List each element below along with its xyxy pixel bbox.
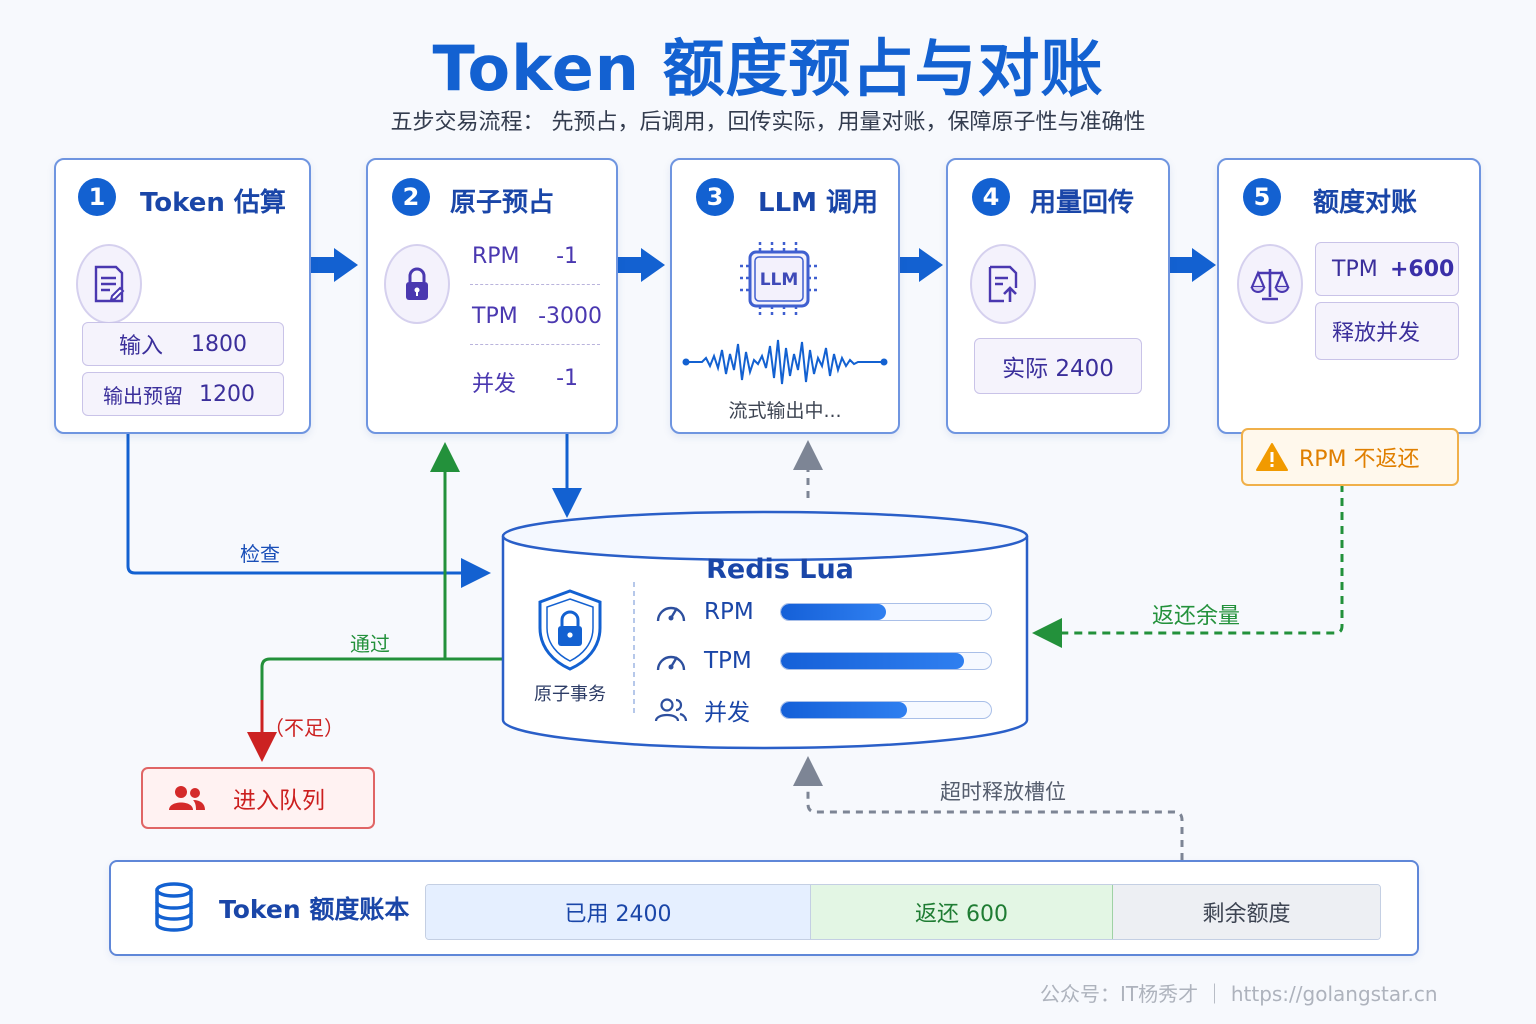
estimate-output-row: 输出预留 1200	[82, 372, 284, 416]
meter-label: 并发	[704, 700, 750, 726]
meter-concurrency: 并发	[654, 694, 998, 726]
tpm-refund-badge: TPM +600	[1315, 242, 1459, 296]
ledger-bar: 已用 2400 返还 600 剩余额度	[425, 884, 1381, 940]
step-number: 1	[78, 178, 116, 216]
estimate-input-row: 输入 1800	[82, 322, 284, 366]
chip-label: LLM	[760, 270, 799, 290]
ledger-remaining: 剩余额度	[1113, 885, 1380, 939]
row-label: TPM	[472, 304, 518, 329]
step-card-2: 2 原子预占 RPM -1 TPM -3000 并发 -1	[366, 158, 618, 434]
tpm-label: TPM	[1332, 256, 1378, 282]
queue-label: 进入队列	[233, 788, 325, 814]
step-title: 原子预占	[450, 188, 555, 218]
meter-bar	[780, 603, 992, 621]
step-card-1: 1 Token 估算 输入 1800 输出预留 1200	[54, 158, 311, 434]
step-card-3: 3 LLM 调用 LLM 流式输出中...	[670, 158, 900, 434]
return-connector	[1032, 484, 1344, 648]
redis-title: Redis Lua	[706, 554, 854, 585]
document-upload-icon	[970, 244, 1036, 324]
queue-box: 进入队列	[141, 767, 375, 829]
pass-label: 通过	[350, 632, 390, 656]
row-label: RPM	[472, 244, 520, 269]
release-concurrency-badge: 释放并发	[1315, 302, 1459, 360]
step-title: Token 估算	[140, 188, 286, 218]
token-ledger: Token 额度账本 已用 2400 返还 600 剩余额度	[109, 860, 1419, 956]
row-label: 并发	[472, 372, 517, 397]
meter-fill	[781, 653, 964, 669]
ledger-returned: 返还 600	[811, 885, 1113, 939]
actual-usage-badge: 实际 2400	[974, 338, 1142, 394]
meter-bar	[780, 701, 992, 719]
check-label: 检查	[240, 542, 280, 566]
step-number: 2	[392, 178, 430, 216]
timeout-release-label: 超时释放槽位	[940, 780, 1066, 804]
divider	[470, 284, 600, 285]
meter-rpm: RPM	[654, 596, 998, 628]
atomic-transaction-label: 原子事务	[534, 684, 606, 705]
row-value: 1800	[191, 331, 247, 357]
ledger-used: 已用 2400	[426, 885, 811, 939]
tpm-value: +600	[1390, 256, 1455, 282]
row-value: -1	[556, 366, 578, 391]
page-subtitle: 五步交易流程： 先预占，后调用，回传实际，用量对账，保障原子性与准确性	[390, 110, 1146, 135]
meter-label: TPM	[704, 648, 752, 674]
step-arrow-1	[310, 248, 358, 282]
database-icon	[155, 882, 193, 932]
gauge-icon	[656, 606, 686, 622]
reserve-concurrency-row: 并发 -1	[472, 366, 602, 398]
chip-icon: LLM	[740, 242, 818, 316]
row-value: -3000	[538, 304, 602, 329]
row-value: 1200	[199, 381, 255, 407]
shield-lock-icon	[538, 589, 602, 671]
page-title: Token 额度预占与对账	[432, 32, 1104, 105]
divider	[470, 344, 600, 345]
meter-fill	[781, 604, 886, 620]
return-remaining-label: 返还余量	[1152, 604, 1241, 629]
warning-text: RPM 不返还	[1299, 447, 1420, 472]
timeout-connector	[793, 756, 1184, 860]
row-value: -1	[556, 244, 578, 269]
step-number: 5	[1243, 178, 1281, 216]
document-edit-icon	[76, 244, 142, 324]
users-icon	[169, 786, 205, 810]
step-card-5: 5 额度对账 TPM +600 释放并发	[1217, 158, 1481, 434]
lock-icon	[384, 244, 450, 324]
meter-tpm: TPM	[654, 645, 998, 677]
step-number: 3	[696, 178, 734, 216]
meter-label: RPM	[704, 599, 754, 625]
waveform-icon	[682, 339, 888, 385]
step-title: 用量回传	[1030, 188, 1135, 218]
step-card-4: 4 用量回传 实际 2400	[946, 158, 1170, 434]
balance-scale-icon	[1237, 244, 1303, 324]
insufficient-connector-a	[260, 657, 445, 756]
meter-fill	[781, 702, 907, 718]
insufficient-label: （不足）	[264, 716, 344, 740]
meter-bar	[780, 652, 992, 670]
step-number: 4	[972, 178, 1010, 216]
row-label: 输出预留	[103, 383, 183, 408]
step-arrow-2	[617, 248, 665, 282]
step-title: LLM 调用	[758, 188, 879, 218]
reserve-rpm-row: RPM -1	[472, 244, 602, 269]
step-arrow-3	[899, 248, 943, 282]
release-label: 释放并发	[1332, 321, 1421, 346]
check-connector	[126, 432, 491, 588]
warning-icon	[1256, 443, 1288, 471]
rpm-no-refund-warning: RPM 不返还	[1241, 428, 1459, 486]
redis-cylinder	[501, 510, 1029, 750]
footer-watermark: 公众号：IT杨秀才 ｜ https://golangstar.cn	[1040, 982, 1438, 1006]
step-title: 额度对账	[1313, 188, 1418, 218]
reserve-tpm-row: TPM -3000	[472, 304, 602, 329]
gauge-icon	[656, 655, 686, 671]
step-arrow-4	[1170, 248, 1216, 282]
pass-connector	[430, 442, 502, 661]
row-label: 输入	[119, 334, 164, 359]
stream-status: 流式输出中...	[728, 400, 842, 422]
ledger-label: Token 额度账本	[219, 895, 410, 924]
users-icon	[654, 698, 688, 722]
